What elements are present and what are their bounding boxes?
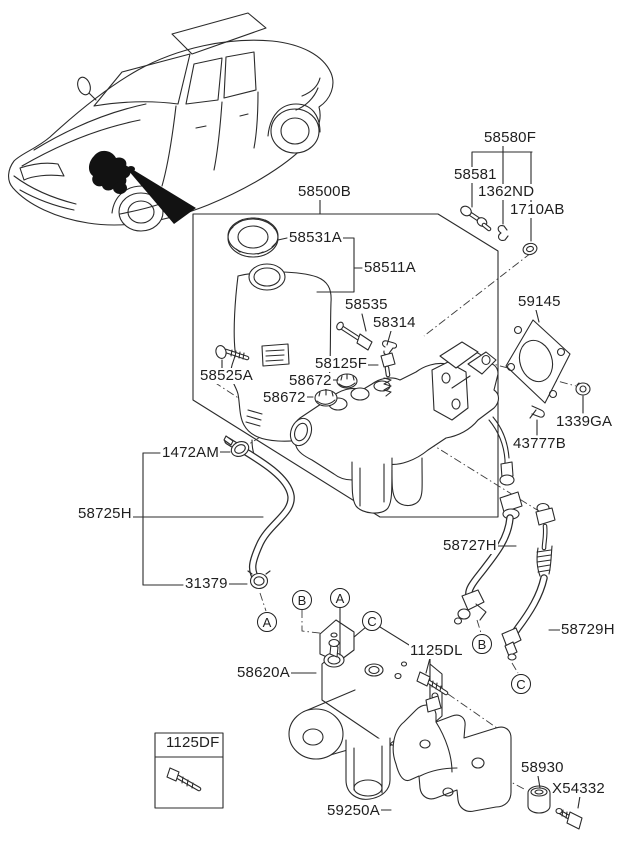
part-label-58125F: 58125F (314, 355, 369, 372)
cap-art-58672-lower (314, 389, 338, 407)
assembly-box-outline (192, 213, 499, 518)
callout-A-module-top: A (330, 588, 350, 608)
part-label-43777B: 43777B (512, 435, 567, 452)
reservoir-cap-art (227, 217, 279, 258)
brake-hose-art-58727H (453, 459, 523, 625)
part-label-58535: 58535 (344, 296, 389, 313)
part-label-58620A: 58620A (236, 664, 291, 681)
part-label-59250A: 59250A (326, 802, 381, 819)
part-label-58672-lower: 58672 (262, 389, 307, 406)
callout-C-hose-58729: C (511, 674, 531, 694)
bolt-art-58581 (460, 205, 492, 232)
hose-end-art-31379 (247, 570, 271, 590)
part-label-58581: 58581 (453, 166, 498, 183)
master-cylinder-art (289, 341, 510, 514)
callout-B-hose-58727: B (472, 634, 492, 654)
pin-art-58535 (336, 321, 373, 351)
gasket-art-59145 (505, 319, 571, 404)
bleeder-screw-art-58125F (380, 352, 396, 397)
part-label-59145: 59145 (517, 293, 562, 310)
part-label-58725H: 58725H (77, 505, 133, 522)
clip-art-1362ND (497, 225, 509, 241)
part-label-58525A: 58525A (199, 367, 254, 384)
vehicle-locator-car (8, 12, 334, 232)
component-location-marker (88, 150, 135, 194)
bolt-art-1125DL (416, 671, 449, 696)
ring-art-1710AB (522, 242, 538, 256)
part-label-1472AM: 1472AM (161, 444, 221, 461)
car-mirror (77, 76, 97, 101)
locator-arrow (122, 163, 196, 224)
callout-A-hose-end: A (257, 612, 277, 632)
part-label-1710AB: 1710AB (509, 201, 566, 218)
bolt-art-X54332 (555, 807, 583, 830)
car-rear-wheel (267, 103, 321, 154)
brake-hose-art-58729H (501, 502, 556, 661)
part-label-58930: 58930 (520, 759, 565, 776)
part-label-58672-upper: 58672 (288, 372, 333, 389)
part-label-1339GA: 1339GA (555, 413, 614, 430)
nut-art-1339GA (575, 382, 591, 396)
part-label-58511A: 58511A (363, 259, 417, 276)
clip-art-43777B (529, 405, 545, 419)
hydraulic-module-art-58620A (288, 619, 443, 800)
callout-C-module-top: C (362, 611, 382, 631)
part-label-X54332: X54332 (551, 780, 606, 797)
part-label-1362ND: 1362ND (477, 183, 536, 200)
part-label-31379: 31379 (184, 575, 229, 592)
part-label-1125DF: 1125DF (165, 734, 221, 751)
part-label-58729H: 58729H (560, 621, 616, 638)
callout-B-module-top: B (292, 590, 312, 610)
cap-art-58672-upper (336, 373, 358, 389)
part-label-58531A: 58531A (288, 229, 343, 246)
bushing-art-58930 (527, 785, 551, 814)
bracket-art-59250A (392, 695, 512, 812)
part-label-1125DL: 1125DL (409, 642, 464, 659)
part-label-58314: 58314 (372, 314, 417, 331)
part-label-58500B: 58500B (297, 183, 352, 200)
clip-art-58314 (382, 340, 398, 356)
hose-clamp-art-1472AM (223, 435, 250, 457)
suction-hose-art-58725H (223, 435, 295, 590)
bolt-art-58525A (215, 345, 250, 361)
part-label-58727H: 58727H (442, 537, 498, 554)
part-label-58580F: 58580F (483, 129, 538, 146)
